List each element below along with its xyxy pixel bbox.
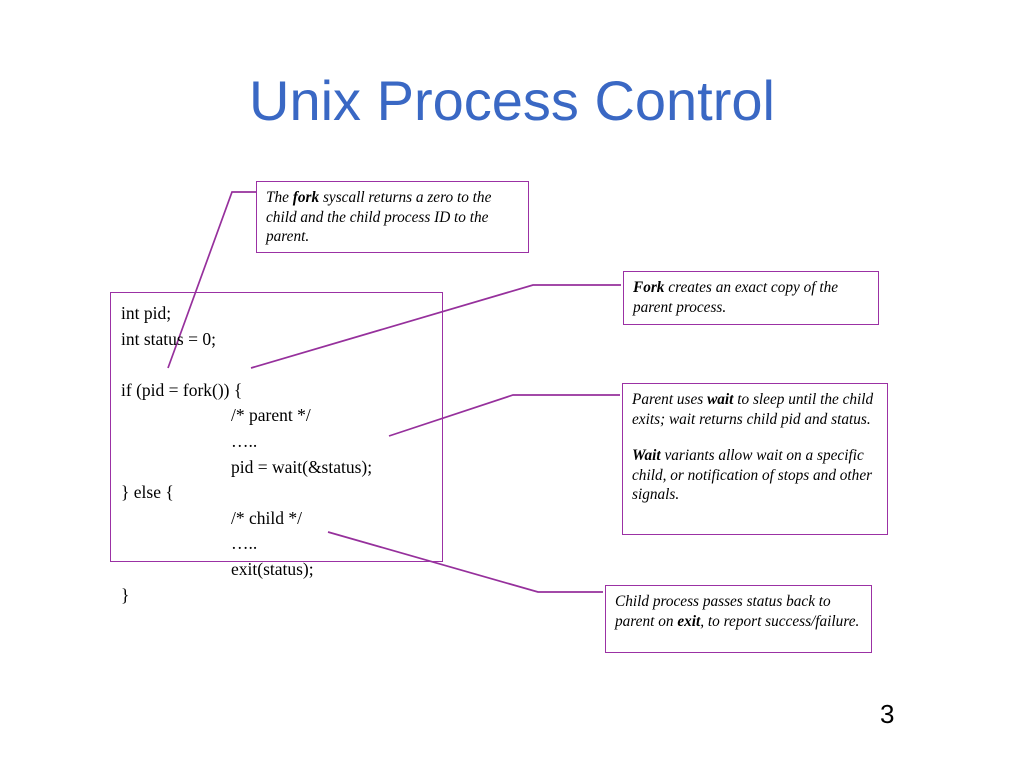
callout-fork-return: The fork syscall returns a zero to the c…	[256, 181, 529, 253]
code-line: if (pid = fork()) {	[121, 379, 243, 400]
code-line: }	[121, 584, 130, 605]
callout-paragraph: Parent uses wait to sleep until the chil…	[632, 390, 880, 429]
callout-text: Child process passes status back to pare…	[615, 593, 831, 630]
callout-keyword: exit	[677, 612, 701, 630]
code-line: int status = 0;	[121, 328, 216, 349]
code-line: pid = wait(&status);	[231, 456, 373, 477]
connector-exit	[327, 531, 603, 593]
callout-keyword: Fork	[633, 279, 665, 296]
code-line	[121, 352, 442, 378]
connector-fork-return	[167, 191, 256, 369]
code-line: /* parent */	[231, 405, 311, 426]
code-line: } else {	[121, 482, 174, 503]
callout-exit: Child process passes status back to pare…	[605, 585, 872, 653]
callout-text: syscall returns a zero to the child and …	[266, 189, 492, 246]
page-title: Unix Process Control	[249, 69, 775, 132]
code-line: …..	[231, 533, 258, 554]
connector-wait	[388, 394, 620, 437]
code-line: …..	[231, 430, 258, 451]
callout-text: creates an exact copy of the parent proc…	[633, 279, 839, 316]
callout-paragraph: Wait variants allow wait on a specific c…	[632, 446, 880, 505]
code-line: /* child */	[231, 507, 302, 528]
callout-keyword: Wait	[632, 447, 661, 465]
callout-paragraph: Fork creates an exact copy of the parent…	[633, 278, 871, 317]
callout-text: to sleep until the child exits; wait ret…	[632, 391, 874, 428]
callout-text: Parent uses	[632, 391, 708, 408]
callout-text: variants allow wait on a specific child,…	[632, 447, 873, 504]
callout-fork-copy: Fork creates an exact copy of the parent…	[623, 271, 879, 325]
callout-text: , to report success/failure.	[700, 612, 860, 630]
code-line: int pid;	[121, 303, 172, 323]
callout-wait: Parent uses wait to sleep until the chil…	[622, 383, 888, 535]
code-line: exit(status);	[231, 558, 314, 579]
callout-text: The	[266, 189, 293, 206]
connector-fork-copy	[250, 284, 621, 369]
page-number: 3	[880, 699, 895, 729]
callout-paragraph: The fork syscall returns a zero to the c…	[266, 188, 521, 247]
callout-paragraph: Child process passes status back to pare…	[615, 592, 864, 631]
callout-keyword: wait	[707, 391, 734, 408]
code-listing-box: int pid; int status = 0; if (pid = fork())…	[110, 292, 443, 605]
callout-keyword: fork	[292, 189, 320, 206]
